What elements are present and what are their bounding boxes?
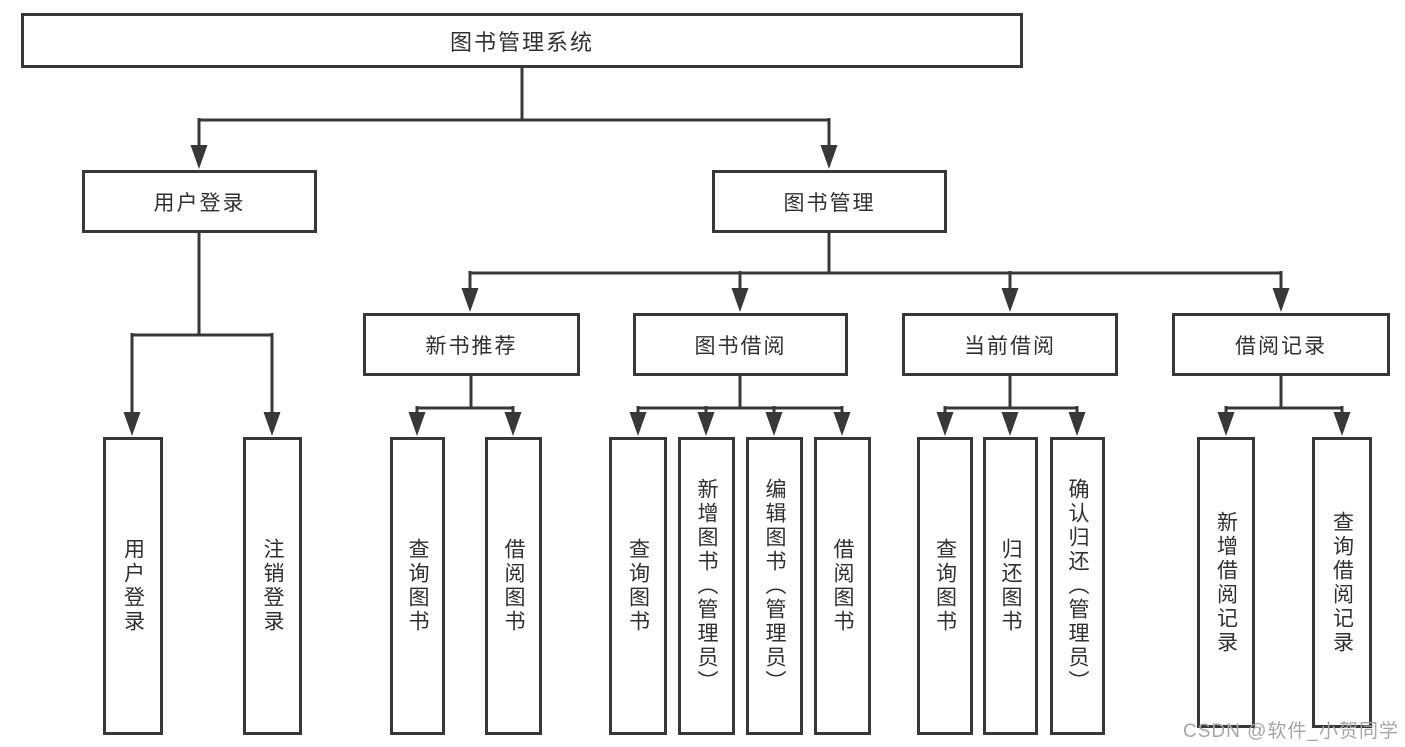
node-label: 确认归还（管理员）: [1066, 478, 1089, 694]
node-label: 新增图书（管理员）: [695, 478, 718, 694]
leaf-query-borrow-record: 查询借阅记录: [1312, 437, 1372, 728]
leaf-edit-books-admin: 编辑图书（管理员）: [746, 437, 803, 735]
leaf-add-borrow-record: 新增借阅记录: [1197, 437, 1255, 728]
node-label: 用户登录: [153, 191, 246, 215]
node-label: 注销登录: [261, 538, 284, 634]
leaf-return-books: 归还图书: [983, 437, 1038, 735]
node-label: 当前借阅: [964, 334, 1056, 358]
node-label: 编辑图书（管理员）: [763, 478, 786, 694]
node-current-borrowing: 当前借阅: [902, 313, 1118, 376]
leaf-user-login: 用户登录: [103, 437, 163, 735]
connector-strokes: [130, 68, 1344, 418]
node-label: 新增借阅记录: [1214, 510, 1238, 655]
leaf-confirm-return-admin: 确认归还（管理员）: [1050, 437, 1105, 735]
node-label: 查询图书: [406, 538, 429, 634]
arrowheads: [123, 145, 1351, 436]
leaf-query-books-recommend: 查询图书: [390, 437, 445, 735]
node-label: 新书推荐: [425, 334, 518, 358]
node-new-book-recommendation: 新书推荐: [363, 313, 580, 376]
node-label: 借阅图书: [502, 538, 525, 634]
node-label: 查询借阅记录: [1330, 510, 1354, 655]
node-book-borrowing: 图书借阅: [633, 313, 848, 376]
csdn-watermark: CSDN @软件_小贺同学: [1183, 721, 1399, 742]
leaf-borrow-books-recommend: 借阅图书: [485, 437, 542, 735]
node-user-login: 用户登录: [82, 170, 317, 233]
node-label: 用户登录: [121, 538, 145, 634]
node-label: 借阅记录: [1235, 334, 1327, 358]
node-label: 查询图书: [933, 538, 957, 634]
leaf-logout: 注销登录: [243, 437, 302, 735]
leaf-query-books-current: 查询图书: [917, 437, 973, 735]
node-library-management-system: 图书管理系统: [21, 13, 1023, 68]
leaf-borrow-books: 借阅图书: [814, 437, 871, 735]
node-label: 图书管理系统: [449, 29, 594, 55]
node-borrowing-records: 借阅记录: [1172, 313, 1390, 376]
node-label: 查询图书: [626, 538, 650, 634]
node-label: 图书管理: [783, 191, 876, 215]
leaf-query-books-borrow: 查询图书: [609, 437, 667, 735]
node-label: 归还图书: [999, 538, 1022, 634]
node-book-management: 图书管理: [712, 170, 947, 233]
node-label: 图书借阅: [694, 334, 787, 358]
node-label: 借阅图书: [831, 538, 854, 634]
leaf-add-books-admin: 新增图书（管理员）: [678, 437, 735, 735]
